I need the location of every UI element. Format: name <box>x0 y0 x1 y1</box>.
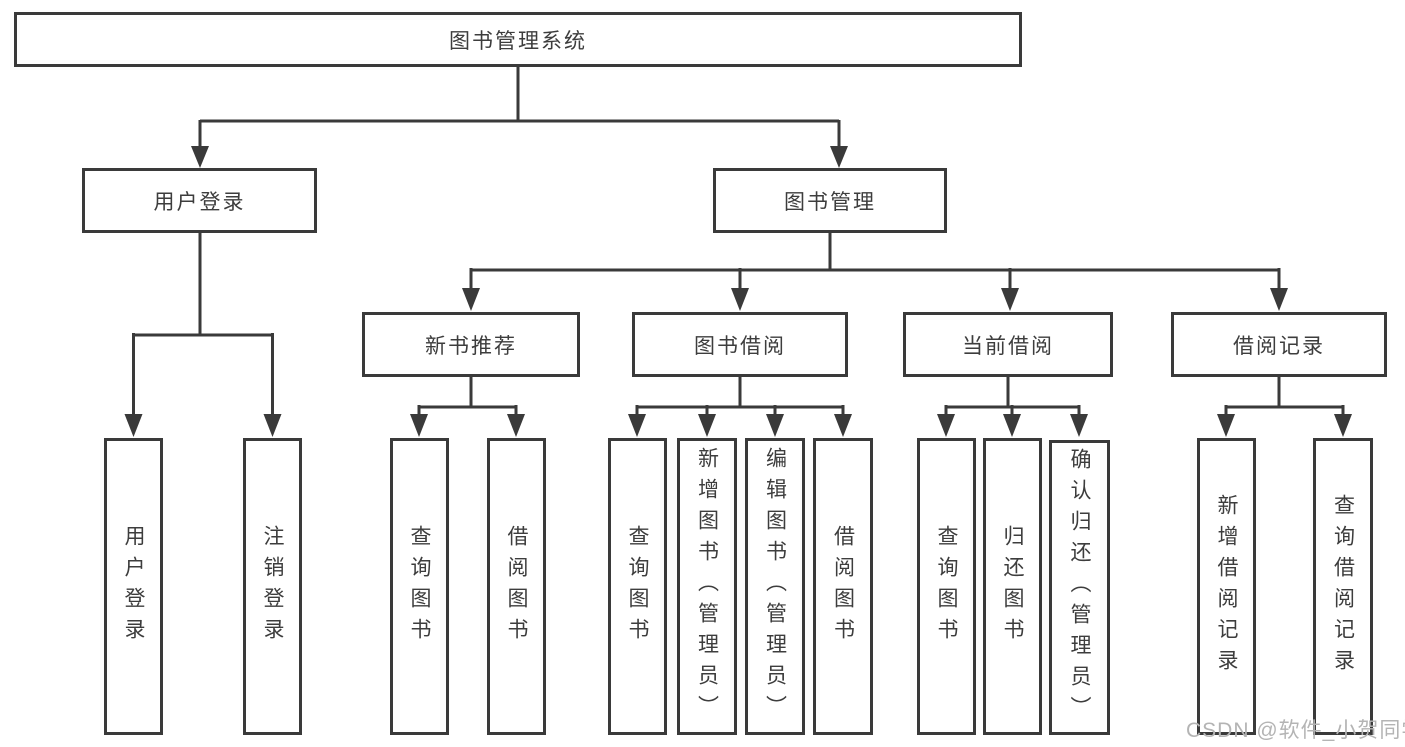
leaf-user-login: 用户登录 <box>104 438 163 735</box>
leaf-label: 新增借阅记录 <box>1215 493 1238 680</box>
leaf-label: 借阅图书 <box>505 524 528 649</box>
leaf-borrow-books-1: 借阅图书 <box>487 438 546 735</box>
csdn-watermark: CSDN @软件_小贺同学 <box>1186 719 1405 742</box>
leaf-label: 查询图书 <box>935 524 958 649</box>
node-label: 借阅记录 <box>1233 334 1325 358</box>
leaf-label: 注销登录 <box>261 524 284 649</box>
leaf-add-borrow-record: 新增借阅记录 <box>1197 438 1256 735</box>
node-book-management-branch: 图书管理 <box>713 168 947 233</box>
node-book-borrow: 图书借阅 <box>632 312 848 377</box>
leaf-label: 新增图书（管理员） <box>695 447 719 726</box>
node-borrow-records: 借阅记录 <box>1171 312 1387 377</box>
leaf-label: 编辑图书（管理员） <box>763 447 787 726</box>
node-label: 图书借阅 <box>694 334 786 358</box>
leaf-label: 查询借阅记录 <box>1331 493 1355 680</box>
leaf-query-books-1: 查询图书 <box>390 438 449 735</box>
node-root-system: 图书管理系统 <box>14 12 1022 67</box>
node-label: 用户登录 <box>153 190 246 214</box>
node-label: 当前借阅 <box>962 334 1054 358</box>
leaf-label: 查询图书 <box>408 524 431 649</box>
node-user-login-branch: 用户登录 <box>82 168 317 233</box>
leaf-borrow-books-2: 借阅图书 <box>813 438 873 735</box>
node-label: 新书推荐 <box>425 334 517 358</box>
leaf-query-books-3: 查询图书 <box>917 438 976 735</box>
leaf-add-book-admin: 新增图书（管理员） <box>677 438 737 735</box>
leaf-query-books-2: 查询图书 <box>608 438 667 735</box>
leaf-label: 确认归还（管理员） <box>1068 448 1091 727</box>
node-label: 图书管理 <box>784 190 876 214</box>
leaf-label: 归还图书 <box>1001 524 1024 649</box>
leaf-edit-book-admin: 编辑图书（管理员） <box>745 438 805 735</box>
leaf-query-borrow-record: 查询借阅记录 <box>1313 438 1373 735</box>
leaf-return-book: 归还图书 <box>983 438 1042 735</box>
leaf-label: 借阅图书 <box>831 524 855 649</box>
node-new-book-recommend: 新书推荐 <box>362 312 580 377</box>
node-label: 图书管理系统 <box>449 29 587 53</box>
leaf-label: 用户登录 <box>122 524 145 649</box>
node-current-borrow: 当前借阅 <box>903 312 1113 377</box>
leaf-confirm-return-admin: 确认归还（管理员） <box>1049 440 1110 735</box>
leaf-logout: 注销登录 <box>243 438 302 735</box>
leaf-label: 查询图书 <box>626 524 649 649</box>
